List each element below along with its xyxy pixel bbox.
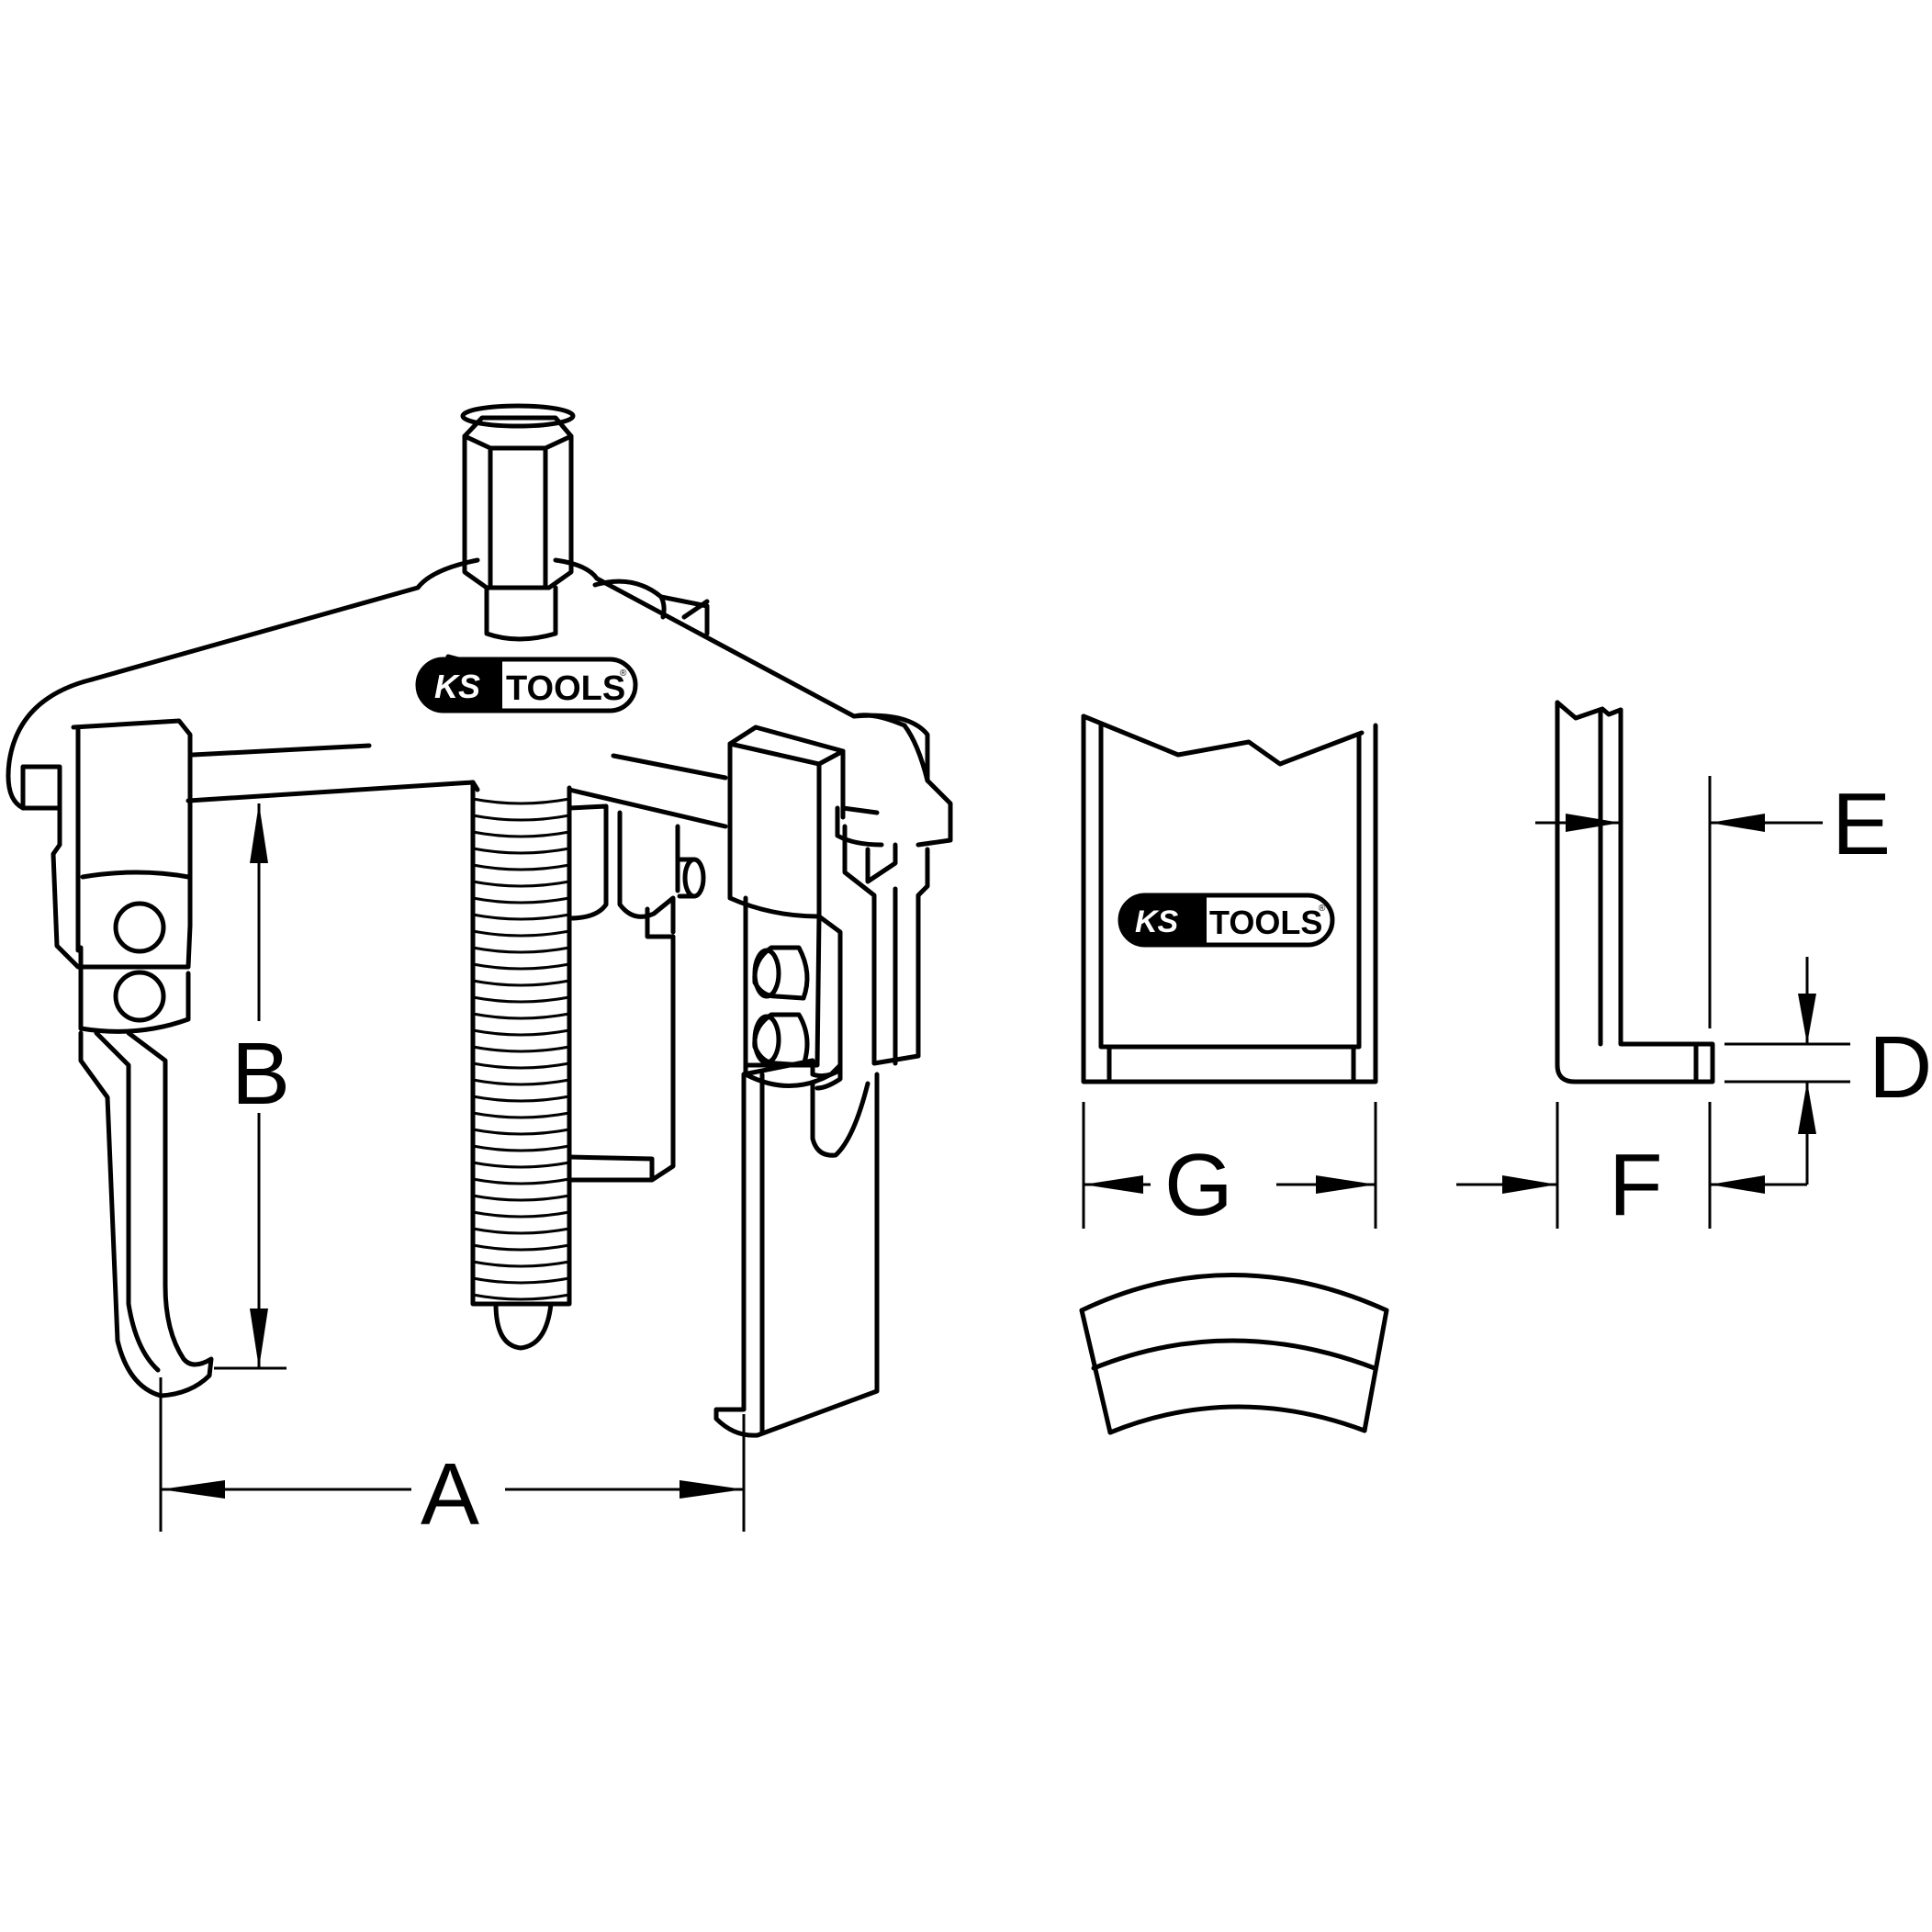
dimension-d: D [1724, 957, 1932, 1185]
dimension-a: A [159, 1377, 746, 1544]
dimension-label-a: A [421, 1445, 479, 1544]
threaded-spindle [470, 780, 572, 1351]
dimension-label-b: B [231, 1025, 290, 1123]
jaw-registered-mark: ® [1319, 904, 1326, 914]
dimension-b: B [214, 803, 290, 1370]
dimension-label-d: D [1869, 1018, 1932, 1117]
jaw-front-view: KS TOOLS ® G [1081, 713, 1378, 1234]
right-jaw [713, 724, 930, 1438]
dimension-label-f: F [1609, 1136, 1663, 1234]
jaw-brand-logo: KS TOOLS ® [1118, 893, 1335, 948]
left-jaw [20, 718, 214, 1398]
dimension-g: G [1082, 1102, 1377, 1234]
jaw-side-view: E D F [1456, 700, 1932, 1234]
hex-nut [460, 403, 576, 642]
jaw-brand-ks-text: KS [1135, 904, 1179, 939]
dimension-label-e: E [1832, 775, 1891, 873]
jaw-top-view [1079, 1273, 1389, 1435]
rear-arm [567, 803, 706, 1183]
dimension-e: E [1535, 775, 1891, 1028]
dimension-f: F [1456, 1102, 1807, 1234]
brand-ks-text: KS [434, 668, 480, 705]
brand-logo: KS TOOLS ® [415, 657, 638, 713]
dimension-label-g: G [1164, 1136, 1233, 1234]
puller-assembly: KS TOOLS ® [6, 403, 953, 1544]
registered-mark: ® [620, 668, 627, 679]
thread-lines [472, 797, 570, 1301]
brand-tools-text: TOOLS [506, 669, 625, 708]
jaw-brand-tools-text: TOOLS [1209, 904, 1322, 941]
